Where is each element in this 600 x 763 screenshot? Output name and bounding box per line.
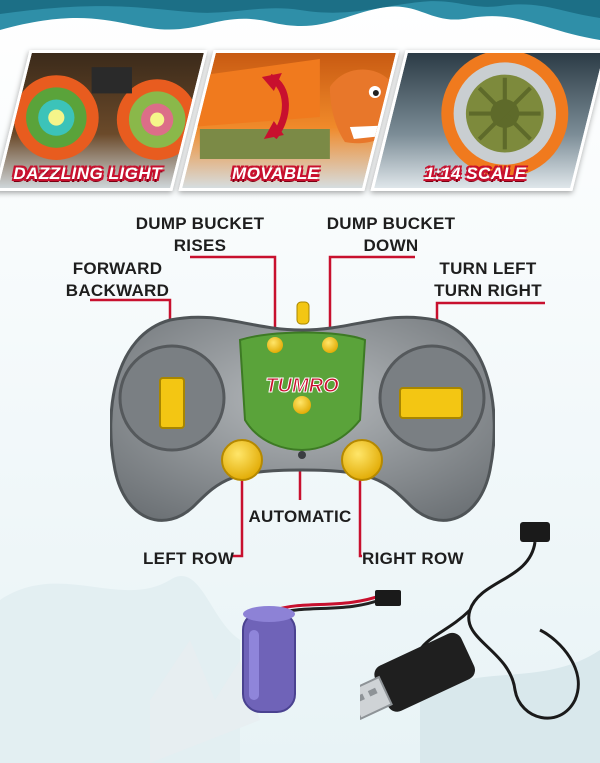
dump-truck-dino-image xyxy=(189,59,400,159)
label-line: BACKWARD xyxy=(65,281,170,300)
forward-backward-stick[interactable] xyxy=(159,377,185,429)
label-line: FORWARD xyxy=(72,259,163,278)
label-dump-bucket-rises: DUMP BUCKET RISES xyxy=(125,213,275,257)
usb-charger-image xyxy=(360,522,580,720)
feature-panel-scale: 1:14 SCALE xyxy=(370,50,600,191)
light-wheels-image xyxy=(13,67,198,160)
left-row-button[interactable] xyxy=(221,439,263,481)
label-left-row: LEFT ROW xyxy=(143,549,235,568)
brand-logo: TUMRO xyxy=(265,375,339,397)
label-turn-left-right: TURN LEFT TURN RIGHT xyxy=(423,258,553,302)
indicator-light xyxy=(298,451,306,459)
label-line: DOWN xyxy=(363,236,419,255)
label-automatic: AUTOMATIC xyxy=(248,507,352,526)
label-line: RISES xyxy=(173,236,227,255)
antenna xyxy=(296,301,310,325)
label-line: TURN RIGHT xyxy=(434,281,542,300)
dump-bucket-down-button[interactable] xyxy=(322,337,338,353)
logo-panel xyxy=(238,331,367,452)
right-row-button[interactable] xyxy=(341,439,383,481)
remote-controller: TUMRO xyxy=(110,301,495,522)
label-forward-backward: FORWARD BACKWARD xyxy=(55,258,180,302)
feature-panel-dazzling-light: DAZZLING LIGHT xyxy=(0,50,208,191)
label-line: TURN LEFT xyxy=(439,259,537,278)
feature-banner: DAZZLING LIGHT MOVABLE 1:1 xyxy=(0,20,600,191)
automatic-button[interactable] xyxy=(293,396,311,414)
left-right-stick[interactable] xyxy=(399,387,463,419)
label-line: DUMP BUCKET xyxy=(135,214,265,233)
battery-image xyxy=(242,590,401,713)
label-line: DUMP BUCKET xyxy=(326,214,456,233)
track-wheel-image xyxy=(441,50,569,178)
feature-panel-movable: MOVABLE xyxy=(178,50,400,191)
dump-bucket-rises-button[interactable] xyxy=(267,337,283,353)
label-right-row: RIGHT ROW xyxy=(362,549,464,568)
label-dump-bucket-down: DUMP BUCKET DOWN xyxy=(316,213,466,257)
